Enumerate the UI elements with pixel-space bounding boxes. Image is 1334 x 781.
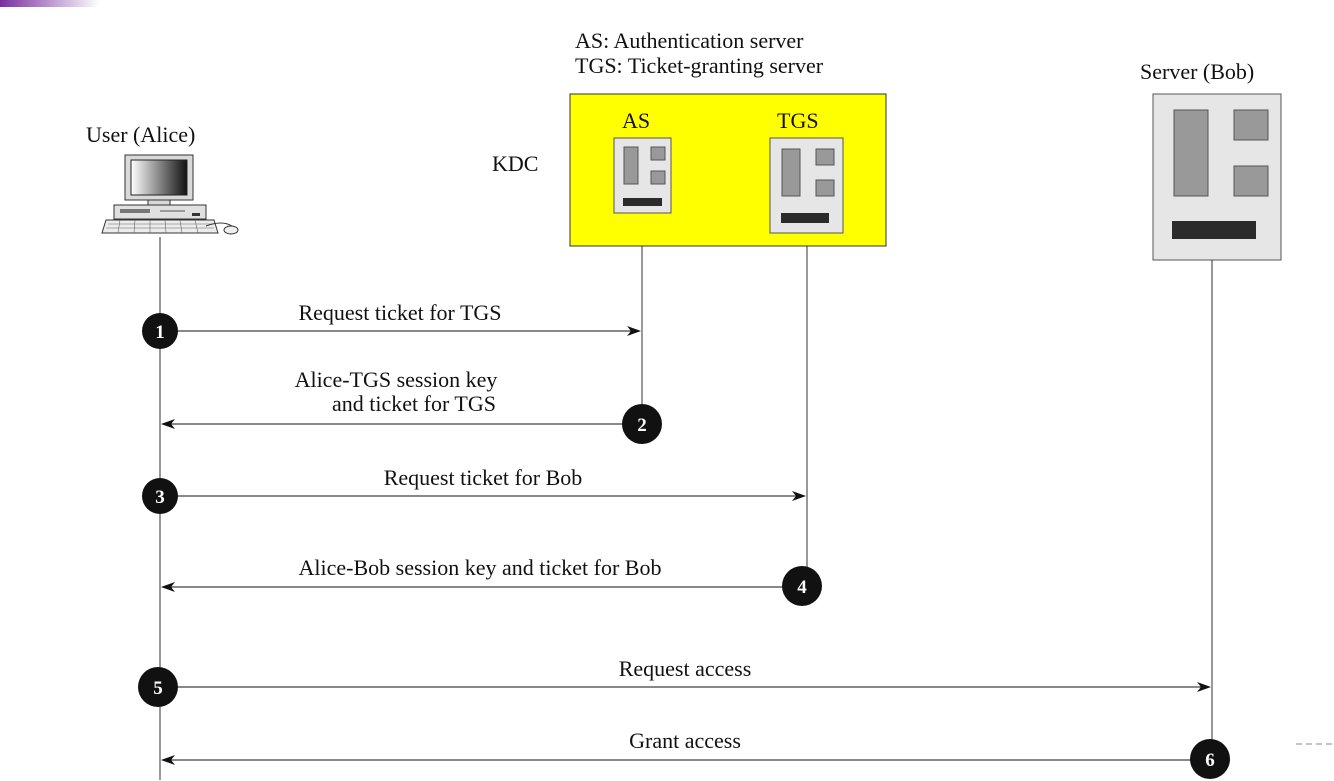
message-4-label: Alice-Bob session key and ticket for Bob <box>299 555 662 580</box>
tgs-label: TGS <box>777 108 819 133</box>
message-1: 1 Request ticket for TGS <box>142 300 641 349</box>
message-2: 2 Alice-TGS session key and ticket for T… <box>161 367 662 444</box>
step-3-number: 3 <box>155 487 165 508</box>
as-server-icon <box>613 137 672 214</box>
step-1-badge <box>142 313 178 349</box>
legend-as-text: AS: Authentication server <box>575 28 804 53</box>
user-label: User (Alice) <box>86 122 195 147</box>
bob-server-icon <box>1152 93 1282 261</box>
step-6-number: 6 <box>1205 750 1215 771</box>
corner-accent <box>0 0 100 7</box>
message-3: 3 Request ticket for Bob <box>142 465 806 514</box>
as-label: AS <box>622 108 650 133</box>
step-6-badge <box>1190 739 1230 779</box>
kdc-label: KDC <box>492 151 538 176</box>
message-3-label: Request ticket for Bob <box>384 465 583 490</box>
computer-icon <box>101 154 239 235</box>
message-2-label-line2: and ticket for TGS <box>332 391 496 416</box>
message-6-label: Grant access <box>629 728 741 753</box>
message-4: 4 Alice-Bob session key and ticket for B… <box>161 555 822 606</box>
message-1-label: Request ticket for TGS <box>298 300 501 325</box>
message-2-label-line1: Alice-TGS session key <box>295 367 498 392</box>
step-2-number: 2 <box>637 415 647 436</box>
step-1-number: 1 <box>155 322 165 343</box>
step-4-number: 4 <box>797 577 807 598</box>
message-6: 6 Grant access <box>161 728 1230 779</box>
step-2-badge <box>622 404 662 444</box>
message-5-label: Request access <box>619 656 752 681</box>
step-3-badge <box>142 478 178 514</box>
legend-tgs-text: TGS: Ticket-granting server <box>575 53 824 78</box>
step-5-badge <box>138 667 178 707</box>
message-5: 5 Request access <box>138 656 1211 707</box>
step-4-badge <box>782 566 822 606</box>
tgs-server-icon <box>769 137 844 234</box>
server-label: Server (Bob) <box>1140 59 1254 84</box>
step-5-number: 5 <box>153 678 163 699</box>
